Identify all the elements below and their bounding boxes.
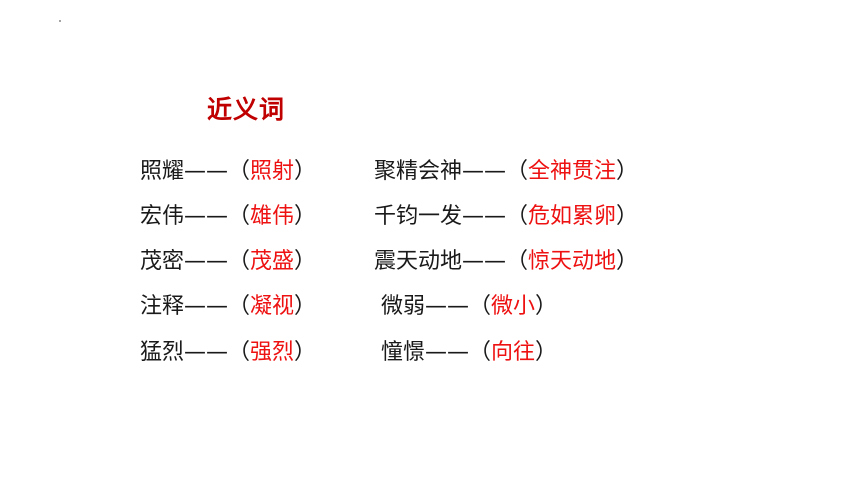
answer: 强烈 xyxy=(250,340,295,365)
open-paren: （ xyxy=(228,249,251,274)
word: 聚精会神 xyxy=(374,159,463,184)
dash: —— xyxy=(425,294,470,319)
word: 震天动地 xyxy=(374,249,463,274)
dash: —— xyxy=(184,204,229,229)
close-paren: ） xyxy=(616,204,639,229)
answer: 雄伟 xyxy=(250,204,295,229)
answer: 凝视 xyxy=(250,294,295,319)
close-paren: ） xyxy=(294,159,317,184)
open-paren: （ xyxy=(506,249,529,274)
close-paren: ） xyxy=(616,249,639,274)
pair-row: 聚精会神——（全神贯注） xyxy=(374,156,638,188)
dash: —— xyxy=(425,340,470,365)
pair-row: 千钧一发——（危如累卵） xyxy=(374,201,638,233)
dash: —— xyxy=(462,204,507,229)
dash: —— xyxy=(184,249,229,274)
close-paren: ） xyxy=(294,340,317,365)
word: 宏伟 xyxy=(140,204,185,229)
close-paren: ） xyxy=(535,340,558,365)
dash: —— xyxy=(184,340,229,365)
corner-dot xyxy=(59,20,61,22)
pair-row: 震天动地——（惊天动地） xyxy=(374,246,638,278)
answer: 全神贯注 xyxy=(528,159,617,184)
answer: 茂盛 xyxy=(250,249,295,274)
dash: —— xyxy=(462,159,507,184)
answer: 向往 xyxy=(491,340,536,365)
pair-row: 微弱——（微小） xyxy=(381,291,557,323)
open-paren: （ xyxy=(228,340,251,365)
answer: 微小 xyxy=(491,294,536,319)
pair-row: 茂密——（茂盛） xyxy=(140,246,316,278)
close-paren: ） xyxy=(294,294,317,319)
dash: —— xyxy=(184,159,229,184)
answer: 照射 xyxy=(250,159,295,184)
word: 千钧一发 xyxy=(374,204,463,229)
dash: —— xyxy=(462,249,507,274)
open-paren: （ xyxy=(506,159,529,184)
open-paren: （ xyxy=(228,159,251,184)
close-paren: ） xyxy=(294,204,317,229)
word: 微弱 xyxy=(381,294,426,319)
open-paren: （ xyxy=(469,294,492,319)
answer: 危如累卵 xyxy=(528,204,617,229)
slide-title: 近义词 xyxy=(207,95,286,124)
pair-row: 宏伟——（雄伟） xyxy=(140,201,316,233)
pair-row: 注释——（凝视） xyxy=(140,291,316,323)
close-paren: ） xyxy=(294,249,317,274)
open-paren: （ xyxy=(228,294,251,319)
word: 憧憬 xyxy=(381,340,426,365)
open-paren: （ xyxy=(469,340,492,365)
open-paren: （ xyxy=(506,204,529,229)
pair-row: 憧憬——（向往） xyxy=(381,337,557,369)
open-paren: （ xyxy=(228,204,251,229)
close-paren: ） xyxy=(535,294,558,319)
word: 注释 xyxy=(140,294,185,319)
word: 猛烈 xyxy=(140,340,185,365)
pair-row: 猛烈——（强烈） xyxy=(140,337,316,369)
word: 照耀 xyxy=(140,159,185,184)
pair-row: 照耀——（照射） xyxy=(140,156,316,188)
dash: —— xyxy=(184,294,229,319)
close-paren: ） xyxy=(616,159,639,184)
word: 茂密 xyxy=(140,249,185,274)
answer: 惊天动地 xyxy=(528,249,617,274)
